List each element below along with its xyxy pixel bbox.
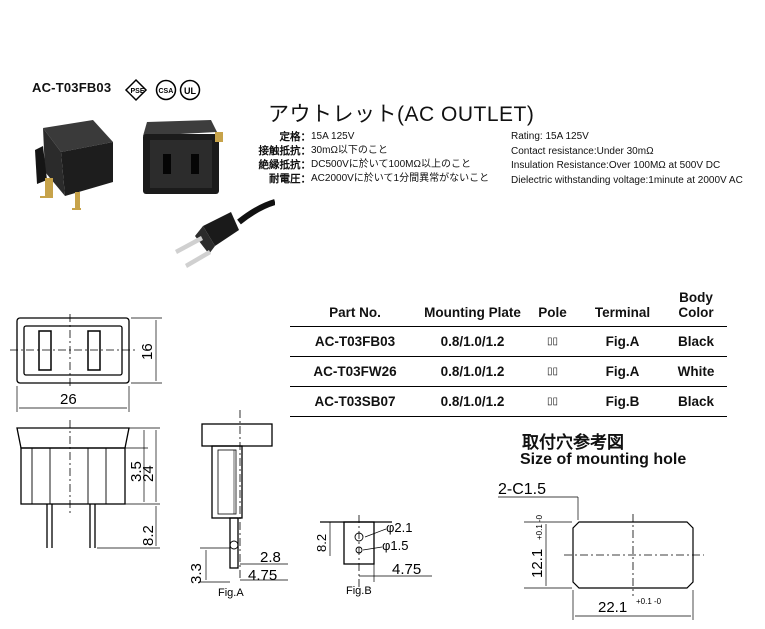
table-row: AC-T03SB07 0.8/1.0/1.2 ▯▯ Fig.B Black [290,386,727,417]
front-view [10,314,162,412]
spec-value: AC2000Vに於いて1分間異常がないこと [311,173,490,184]
dim-phi-1-5-label: φ1.5 [382,538,409,553]
spec-insulation-resistance: Insulation Resistance:Over 100MΩ at 500V… [511,160,721,171]
fig-b-label: Fig.B [346,585,372,597]
cell-mounting-plate: 0.8/1.0/1.2 [420,386,525,417]
header-mounting-plate: Mounting Plate [424,305,521,320]
cell-pole: ▯▯ [525,356,580,387]
mounting-hole-title-jp: 取付穴参考図 [522,433,624,453]
model-code: AC-T03FB03 [32,80,112,95]
spec-value: DC500Vに於いて100MΩ以上のこと [311,159,471,170]
spec-value: 30mΩ以下のこと [311,145,388,156]
outlet-side-photo [35,120,113,210]
cell-part-no: AC-T03SB07 [290,386,420,417]
dim-4-75a-label: 4.75 [248,567,277,584]
cell-mounting-plate: 0.8/1.0/1.2 [420,356,525,387]
table-row: AC-T03FW26 0.8/1.0/1.2 ▯▯ Fig.A White [290,356,727,387]
dim-phi-2-1-label: φ2.1 [386,520,413,535]
plug-cable-photo [175,199,275,268]
mounting-hole-drawing: 2-C1.5 12.1 +0.1 -0 22.1 +0.1 -0 [498,481,704,620]
dim-4-75b-label: 4.75 [392,561,421,578]
cell-pole: ▯▯ [525,326,580,357]
dim-24-label: 24 [140,465,157,482]
header-pole: Pole [538,305,567,320]
cell-terminal: Fig.B [580,386,665,417]
svg-text:PSE: PSE [131,88,145,95]
cell-pole: ▯▯ [525,386,580,417]
spec-contact-resistance: Contact resistance:Under 30mΩ [511,145,654,157]
spec-rating: Rating: 15A 125V [511,131,589,142]
spec-label: 定格： [279,131,312,143]
hole-width-tol: +0.1 -0 [636,597,662,606]
svg-text:UL: UL [184,86,196,96]
outlet-front-photo [143,120,223,194]
header-body-color: Body Color [678,290,714,320]
chamfer-label: 2-C1.5 [498,481,546,498]
dim-width-label: 26 [60,391,77,408]
spec-label: 接触抵抗： [258,145,312,157]
spec-value: 15A 125V [311,131,355,142]
hole-width-label: 22.1 [598,599,627,616]
mounting-hole-title-en: Size of mounting hole [520,451,687,468]
header-part-no: Part No. [329,305,381,320]
fig-a-label: Fig.A [218,587,244,599]
table-header-row: Part No. Mounting Plate Pole Terminal Bo… [290,290,727,327]
dim-3-3-label: 3.3 [188,563,205,584]
dim-height-label: 16 [139,343,156,360]
fig-a-view [200,410,288,583]
hole-height-tol: +0.1 -0 [535,514,544,540]
csa-mark-icon: CSA [155,79,177,101]
product-photos [35,120,275,268]
parts-table: Part No. Mounting Plate Pole Terminal Bo… [290,290,727,417]
spec-label: 耐電圧： [269,173,311,185]
dim-8-2-label: 8.2 [140,525,157,546]
spec-dielectric-voltage: Dielectric withstanding voltage:1minute … [511,174,743,186]
cell-body-color: Black [665,386,727,417]
cell-body-color: Black [665,326,727,357]
cell-mounting-plate: 0.8/1.0/1.2 [420,326,525,357]
header-terminal: Terminal [594,305,651,320]
cell-body-color: White [665,356,727,387]
pse-mark-icon: PSE [124,78,148,102]
cell-terminal: Fig.A [580,326,665,357]
svg-text:CSA: CSA [159,88,174,95]
spec-label: 絶縁抵抗： [258,159,312,171]
ul-mark-icon: UL [179,79,201,101]
page-title: アウトレット(AC OUTLET) [268,103,535,126]
table-row: AC-T03FB03 0.8/1.0/1.2 ▯▯ Fig.A Black [290,326,727,357]
specs-english: Rating: 15A 125V Contact resistance:Unde… [511,130,743,188]
cell-terminal: Fig.A [580,356,665,387]
specs-japanese: 定格：15A 125V 接触抵抗：30mΩ以下のこと 絶縁抵抗：DC500Vに於… [233,130,490,186]
cell-part-no: AC-T03FW26 [290,356,420,387]
technical-drawing: 16 26 3.5 24 8.2 3.3 2.8 4.75 8.2 φ2.1 φ… [10,314,432,599]
dim-2-8-label: 2.8 [260,549,281,566]
dim-3-5-label: 3.5 [128,461,145,482]
certification-marks: PSE CSA UL [124,78,201,102]
side-view [16,420,160,549]
cell-part-no: AC-T03FB03 [290,326,420,357]
fig-b-view [320,515,432,590]
dim-8-2b-label: 8.2 [314,534,329,552]
hole-height-label: 12.1 [529,549,546,578]
